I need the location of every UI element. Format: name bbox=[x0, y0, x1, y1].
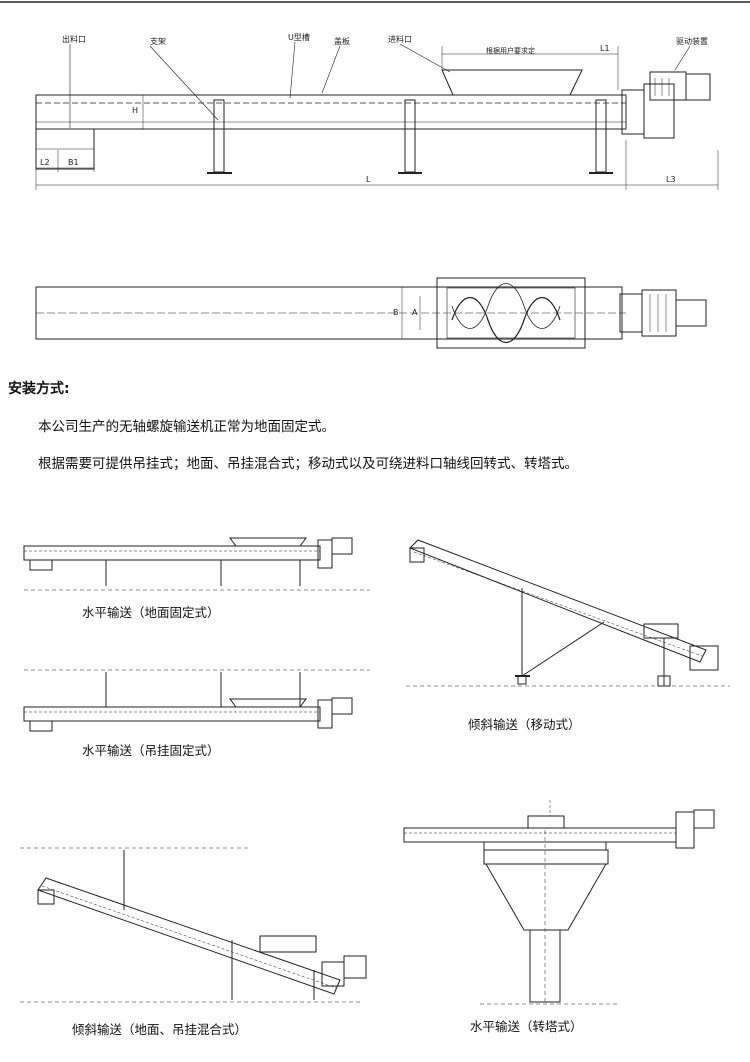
caption-incline-mobile: 倾斜输送（移动式） bbox=[468, 717, 581, 732]
dim-l1: L1 bbox=[600, 44, 610, 53]
caption-horizontal-ground: 水平输送（地面固定式） bbox=[82, 605, 220, 620]
label-support: 支架 bbox=[150, 37, 166, 46]
label-drive-device: 驱动装置 bbox=[676, 37, 708, 46]
caption-horizontal-hanging: 水平输送（吊挂固定式） bbox=[82, 743, 220, 758]
diagram-horizontal-turret bbox=[403, 800, 715, 1005]
installation-paragraph-1: 本公司生产的无轴螺旋输送机正常为地面固定式。 bbox=[38, 419, 335, 435]
diagram-horizontal-hanging bbox=[23, 669, 370, 732]
label-feed-port: 进料口 bbox=[388, 35, 412, 44]
label-discharge-port: 出料口 bbox=[62, 35, 86, 44]
plan-drawing bbox=[35, 277, 707, 349]
elevation-drawing bbox=[0, 1, 750, 190]
label-cover-plate: 盖板 bbox=[334, 37, 350, 46]
dim-b1: B1 bbox=[68, 158, 79, 167]
dim-h: H bbox=[132, 106, 139, 115]
installation-heading: 安装方式: bbox=[8, 381, 70, 397]
dim-l: L bbox=[366, 175, 371, 184]
installation-paragraph-2: 根据需要可提供吊挂式；地面、吊挂混合式；移动式以及可绕进料口轴线回转式、转塔式。 bbox=[38, 456, 578, 472]
dim-l2: L2 bbox=[40, 158, 50, 167]
caption-horizontal-turret: 水平输送（转塔式） bbox=[470, 1019, 583, 1034]
dim-l3: L3 bbox=[666, 175, 676, 184]
diagram-incline-mixed bbox=[20, 847, 367, 1003]
label-u-trough: U型槽 bbox=[288, 33, 310, 42]
dim-a: A bbox=[412, 308, 418, 317]
dim-b: B bbox=[393, 308, 399, 317]
caption-incline-mixed: 倾斜输送（地面、吊挂混合式） bbox=[72, 1022, 248, 1037]
label-per-user: 根据用户要求定 bbox=[486, 47, 535, 55]
diagram-horizontal-ground bbox=[23, 537, 370, 591]
diagram-incline-mobile bbox=[406, 539, 730, 687]
